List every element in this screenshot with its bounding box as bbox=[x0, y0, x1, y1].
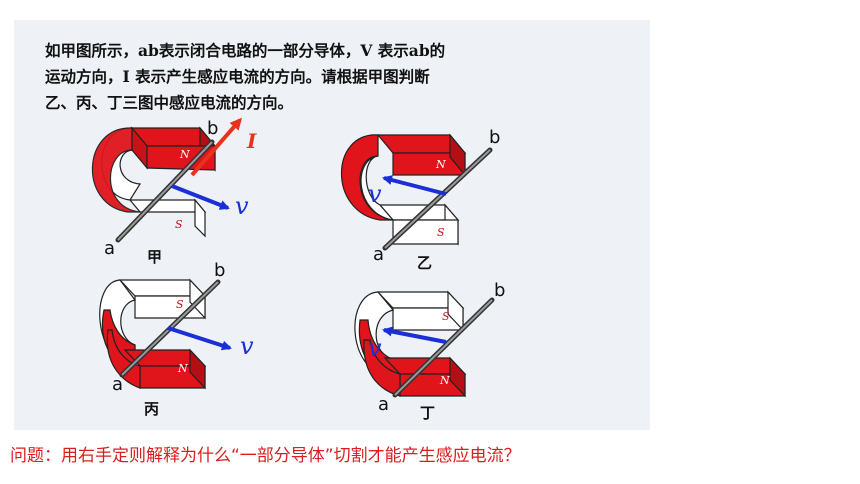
bing-south-label: S bbox=[176, 298, 184, 311]
ding-velocity-arrow bbox=[382, 326, 447, 344]
yi-caption: 乙 bbox=[417, 254, 432, 272]
bing-caption: 丙 bbox=[144, 400, 159, 418]
intro-text: 如甲图所示，ab表示闭合电路的一部分导体，V 表示ab的 运动方向，I 表示产生… bbox=[45, 38, 645, 116]
yi-end-b: b bbox=[489, 127, 500, 148]
diagram-bing: S N v b a 丙 bbox=[99, 260, 254, 418]
bing-end-b: b bbox=[214, 260, 225, 281]
jia-end-a: a bbox=[104, 238, 115, 259]
bing-north-label: N bbox=[177, 362, 188, 375]
yi-north-label: N bbox=[435, 158, 446, 171]
ding-velocity-label: v bbox=[368, 334, 382, 362]
yi-velocity-label: v bbox=[368, 180, 382, 208]
ding-caption: 丁 bbox=[420, 404, 435, 422]
yi-end-a: a bbox=[373, 244, 384, 265]
intro-line-1: 如甲图所示，ab表示闭合电路的一部分导体，V 表示ab的 bbox=[45, 41, 446, 60]
jia-end-b: b bbox=[207, 118, 218, 139]
jia-current-arrow bbox=[190, 117, 242, 177]
yi-south-label: S bbox=[437, 226, 445, 239]
diagram-yi: N S v b a 乙 bbox=[340, 127, 500, 272]
ding-north-label: N bbox=[439, 374, 450, 387]
intro-line-2: 运动方向，I 表示产生感应电流的方向。请根据甲图判断 bbox=[45, 67, 430, 86]
bing-end-a: a bbox=[112, 374, 123, 395]
ding-end-b: b bbox=[494, 280, 505, 301]
jia-velocity-arrow bbox=[171, 184, 230, 210]
bing-velocity-label: v bbox=[240, 332, 254, 360]
jia-caption: 甲 bbox=[147, 248, 162, 266]
jia-north-label: N bbox=[179, 148, 190, 161]
bing-velocity-arrow bbox=[167, 326, 232, 351]
jia-south-label: S bbox=[175, 218, 183, 231]
jia-current-label: I bbox=[246, 129, 257, 153]
diagram-ding: S N v b a 丁 bbox=[354, 280, 505, 422]
intro-line-3: 乙、丙、丁三图中感应电流的方向。 bbox=[45, 93, 294, 112]
question-text: 问题：用右手定则解释为什么“一部分导体”切割才能产生感应电流？ bbox=[10, 446, 521, 466]
yi-velocity-arrow bbox=[382, 175, 447, 196]
diagram-jia: N S I v b a 甲 bbox=[91, 117, 257, 266]
ding-end-a: a bbox=[378, 394, 389, 415]
jia-velocity-label: v bbox=[235, 192, 249, 220]
ding-south-label: S bbox=[442, 310, 450, 323]
